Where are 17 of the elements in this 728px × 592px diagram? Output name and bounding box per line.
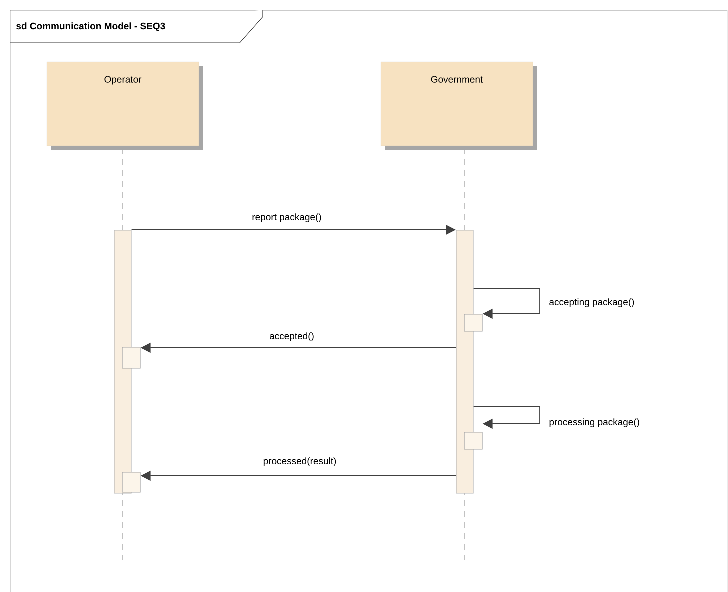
message-arrow [473,288,540,320]
message-arrow [473,406,540,430]
activation-box [464,314,483,332]
message-label: report package() [251,212,323,224]
lifeline-head: Operator [47,62,203,150]
message-label: processed(result) [262,456,338,468]
activation-box [122,347,141,369]
message-label: accepted() [268,332,316,342]
frame-title: sd Communication Model - SEQ3 [10,10,264,44]
activation-bar [456,230,474,494]
lifeline-head: Government [381,62,537,150]
activation-box [122,472,141,493]
activation-bar [114,230,132,494]
activation-box [464,432,483,450]
message-label: accepting package() [548,298,636,308]
frame [10,10,728,592]
message-label: processing package() [548,418,642,428]
